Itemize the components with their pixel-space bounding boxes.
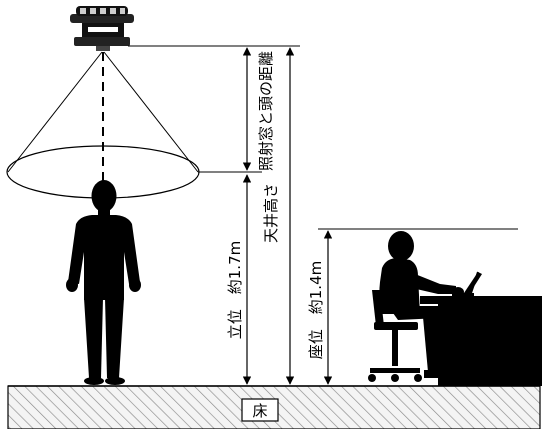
floor-label: 床 [252,402,267,420]
window-to-head-label: 照射窓と頭の距離 [257,51,275,171]
dimension-arrows [242,47,333,385]
standing-person-icon [66,180,141,385]
desk-icon [420,296,542,386]
seated-person-icon [368,231,464,382]
floor-label-box: 床 [241,398,279,422]
standing-height-label: 立位 約1.7m [226,241,244,339]
laptop-icon [452,271,482,297]
ceiling-sensor-icon [70,6,134,51]
seated-height-label: 座位 約1.4m [307,261,325,359]
reference-lines [128,45,518,230]
ceiling-height-label: 天井高さ [262,183,280,243]
